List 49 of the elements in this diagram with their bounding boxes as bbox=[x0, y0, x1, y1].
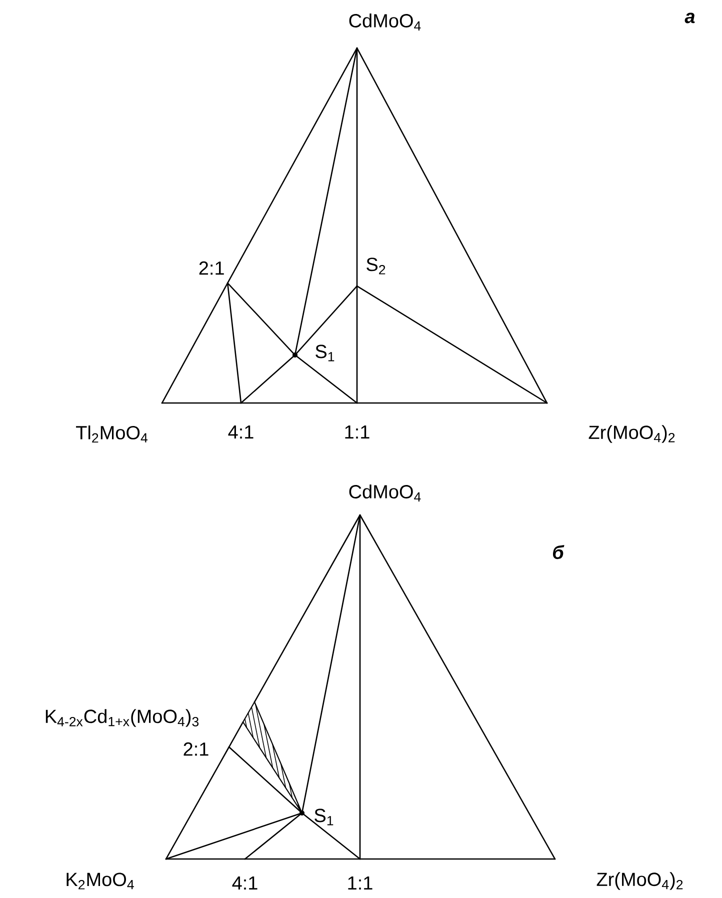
tie-line bbox=[356, 285, 358, 404]
panel-letter: б bbox=[552, 544, 564, 560]
vertex-point: 2:1 bbox=[199, 261, 224, 275]
tie-line bbox=[301, 812, 361, 860]
vertex-point: 1:1 bbox=[348, 876, 372, 890]
hatched-region bbox=[242, 701, 303, 814]
panel-letter: a bbox=[684, 12, 695, 24]
node-label: S$_{1}$ bbox=[316, 344, 334, 362]
phase-label: K$_{4-2x}$Cd$_{1+x}$(MoO$_{4}$)$_{3}$ bbox=[46, 709, 199, 727]
vertex-point: CdMoO$_{4}$ bbox=[349, 484, 421, 502]
tie-line bbox=[359, 858, 556, 860]
tie-line bbox=[161, 282, 228, 404]
vertex-point: Zr(MoO$_{4}$)$_{2}$ bbox=[588, 425, 675, 443]
vertex-point: 1:1 bbox=[345, 425, 370, 439]
tie-line bbox=[294, 285, 358, 356]
tie-line bbox=[228, 746, 303, 814]
tie-line bbox=[165, 812, 303, 860]
tie-line bbox=[240, 402, 358, 404]
tie-line bbox=[165, 858, 246, 860]
tie-line bbox=[356, 47, 358, 287]
tie-line bbox=[244, 858, 361, 860]
vertex-point: 4:1 bbox=[232, 876, 258, 890]
tie-line bbox=[356, 47, 548, 404]
tie-line bbox=[294, 47, 358, 356]
tie-line bbox=[161, 402, 242, 404]
node-label: S$_{1}$ bbox=[314, 808, 334, 826]
vertex-point: S$_{2}$ bbox=[366, 258, 386, 274]
vertex-point: S$_{1}$ bbox=[300, 808, 334, 826]
tie-line bbox=[294, 354, 358, 404]
tie-line bbox=[359, 514, 361, 860]
tie-line bbox=[301, 514, 361, 814]
tie-line bbox=[226, 282, 296, 356]
vertex-point: 4:1 bbox=[228, 425, 254, 439]
vertex-point: Tl$_{2}$MoO$_{4}$ bbox=[76, 425, 148, 443]
vertex-point: K$_{2}$MoO$_{4}$ bbox=[66, 872, 134, 890]
tie-line bbox=[240, 354, 296, 404]
tie-line bbox=[356, 285, 548, 404]
vertex-point: 2:1 bbox=[184, 742, 208, 756]
vertex-point: Zr(MoO$_{4}$)$_{2}$ bbox=[596, 872, 683, 890]
tie-line bbox=[226, 47, 358, 284]
tie-line bbox=[359, 514, 556, 860]
tie-line bbox=[356, 402, 548, 404]
tie-line bbox=[226, 282, 242, 404]
tie-line bbox=[254, 514, 361, 703]
tie-line bbox=[244, 812, 303, 860]
vertex-point: CdMoO$_{4}$ bbox=[349, 14, 421, 30]
tie-line bbox=[228, 721, 244, 748]
tie-line bbox=[165, 746, 230, 860]
vertex-point: S$_{1}$ bbox=[292, 344, 334, 362]
